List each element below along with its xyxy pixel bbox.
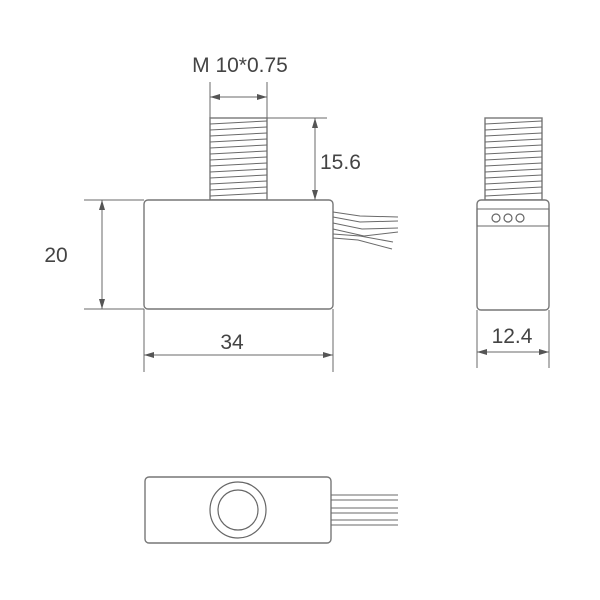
- length-dimension: 34: [143, 309, 334, 372]
- side-wire-ends: [491, 213, 525, 223]
- height-label: 20: [44, 244, 67, 267]
- width-label: 12.4: [492, 325, 533, 348]
- width-dimension: 12.4: [476, 310, 550, 368]
- thread-length-label: 15.6: [320, 151, 361, 174]
- front-housing: [143, 199, 334, 310]
- front-wires: [332, 211, 399, 250]
- thread-spec-label: M 10*0.75: [192, 54, 288, 77]
- side-thread-stem: [484, 117, 543, 201]
- height-dimension: 20: [44, 199, 144, 310]
- thread-dimension: M 10*0.75: [192, 54, 288, 118]
- front-view: M 10*0.75 15.6 20 34: [44, 54, 399, 372]
- side-wire-exit-band: [476, 208, 550, 227]
- top-wires: [331, 494, 398, 526]
- side-view: 12.4: [476, 117, 550, 368]
- top-view: [144, 476, 398, 544]
- side-housing: [476, 199, 550, 311]
- top-thread-outer-circle: [209, 481, 267, 539]
- length-label: 34: [220, 331, 244, 354]
- thread-length-dimension: 15.6: [267, 117, 361, 200]
- top-housing: [144, 476, 332, 544]
- front-thread-stem: [209, 117, 268, 201]
- top-thread-inner-circle: [217, 489, 259, 531]
